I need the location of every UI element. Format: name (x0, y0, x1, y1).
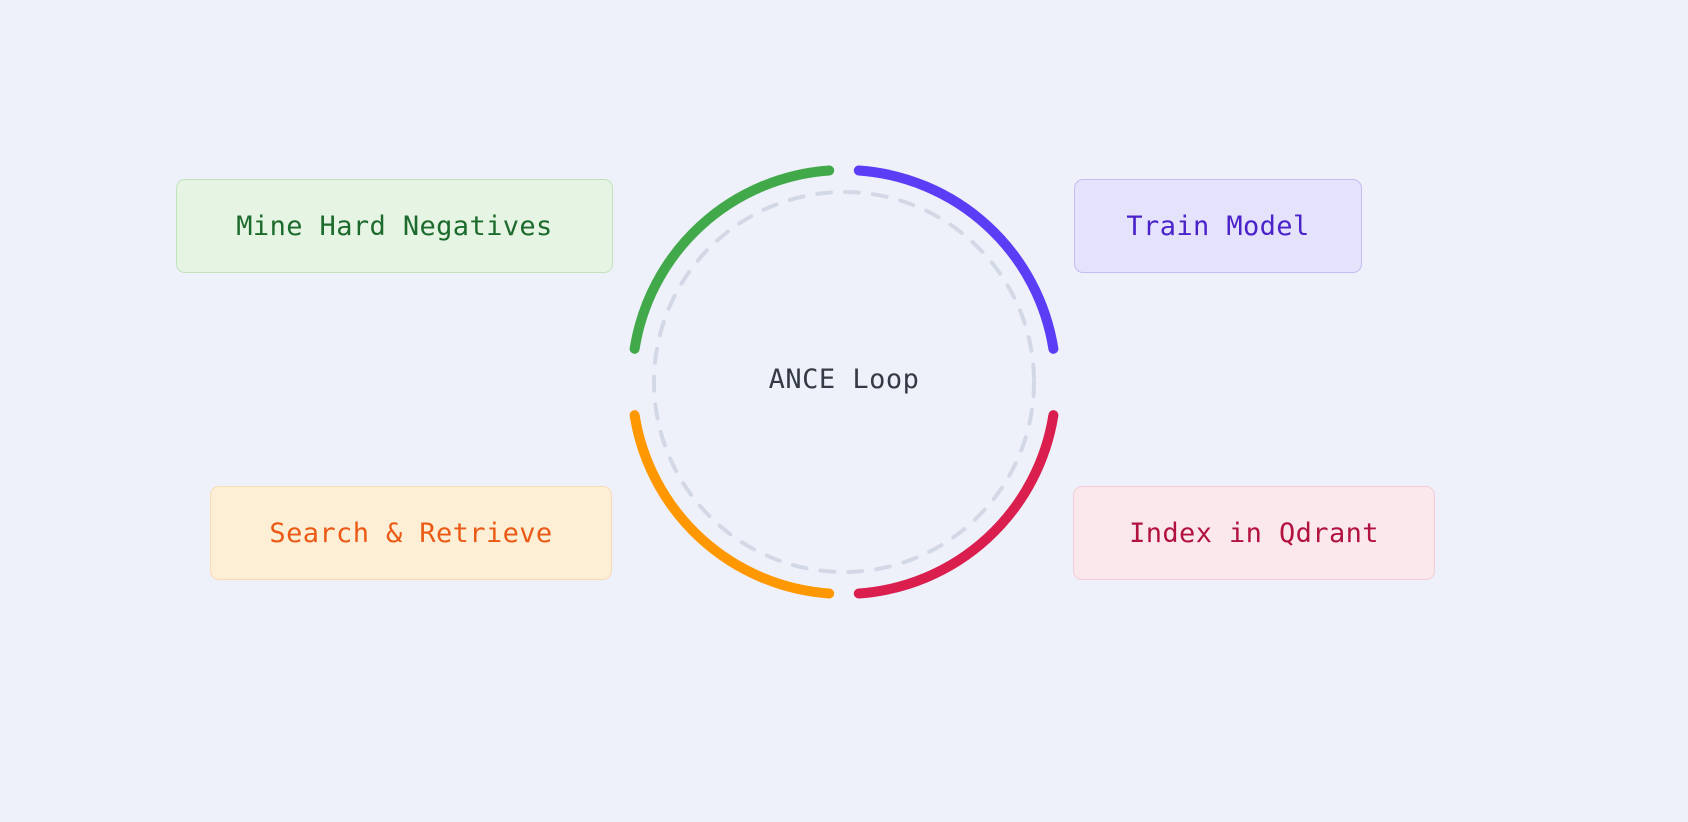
node-mine-hard-negatives[interactable]: Mine Hard Negatives (176, 179, 613, 273)
arc-search-and-retrieve (629, 410, 835, 599)
node-search-and-retrieve[interactable]: Search & Retrieve (210, 486, 612, 580)
node-train-model[interactable]: Train Model (1074, 179, 1362, 273)
loop-center-label: ANCE Loop (768, 364, 920, 395)
node-label: Index in Qdrant (1129, 517, 1379, 549)
arc-index-in-qdrant (853, 410, 1059, 599)
arc-train-model (853, 165, 1059, 354)
node-label: Train Model (1126, 210, 1310, 242)
node-index-in-qdrant[interactable]: Index in Qdrant (1073, 486, 1435, 580)
inner-dashed-circle (652, 190, 1036, 574)
node-label: Search & Retrieve (269, 517, 553, 549)
node-label: Mine Hard Negatives (236, 210, 553, 242)
arc-mine-hard-negatives (629, 165, 835, 354)
